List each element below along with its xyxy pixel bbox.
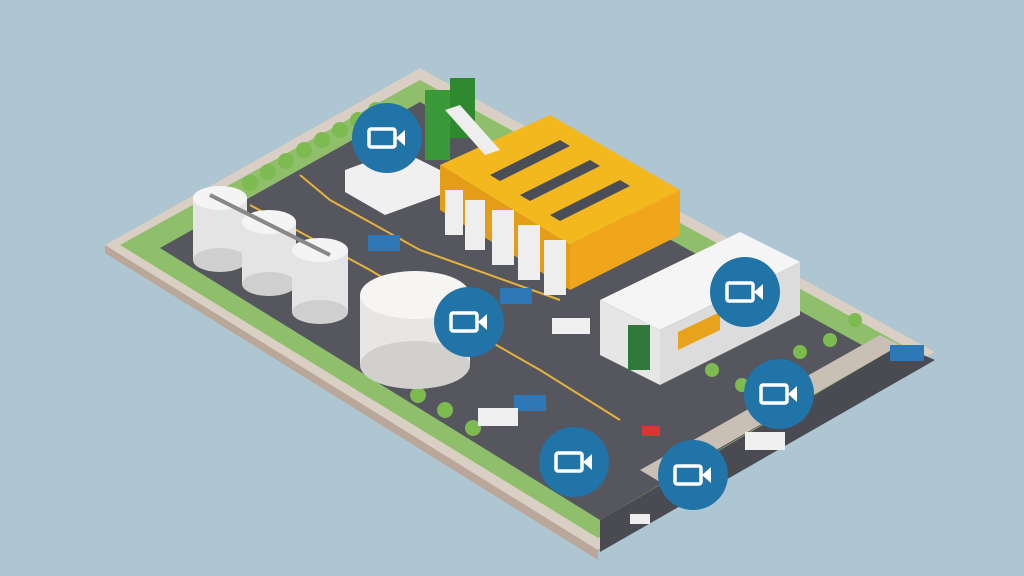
conveyor-tower [425, 78, 500, 160]
video-camera-icon [449, 311, 487, 333]
vehicles [368, 235, 924, 524]
silo-group [193, 186, 348, 324]
video-camera-icon [554, 451, 592, 473]
camera-1-button[interactable] [352, 103, 422, 173]
camera-3-button[interactable] [710, 257, 780, 327]
video-camera-icon [725, 281, 763, 303]
camera-6-button[interactable] [658, 440, 728, 510]
camera-5-button[interactable] [539, 427, 609, 497]
video-camera-icon [673, 464, 711, 486]
camera-2-button[interactable] [434, 287, 504, 357]
camera-4-button[interactable] [744, 359, 814, 429]
road-line [299, 174, 561, 301]
video-camera-icon [759, 383, 797, 405]
video-camera-icon [367, 127, 405, 149]
tank-row [445, 190, 566, 295]
storage-tank [360, 271, 470, 389]
